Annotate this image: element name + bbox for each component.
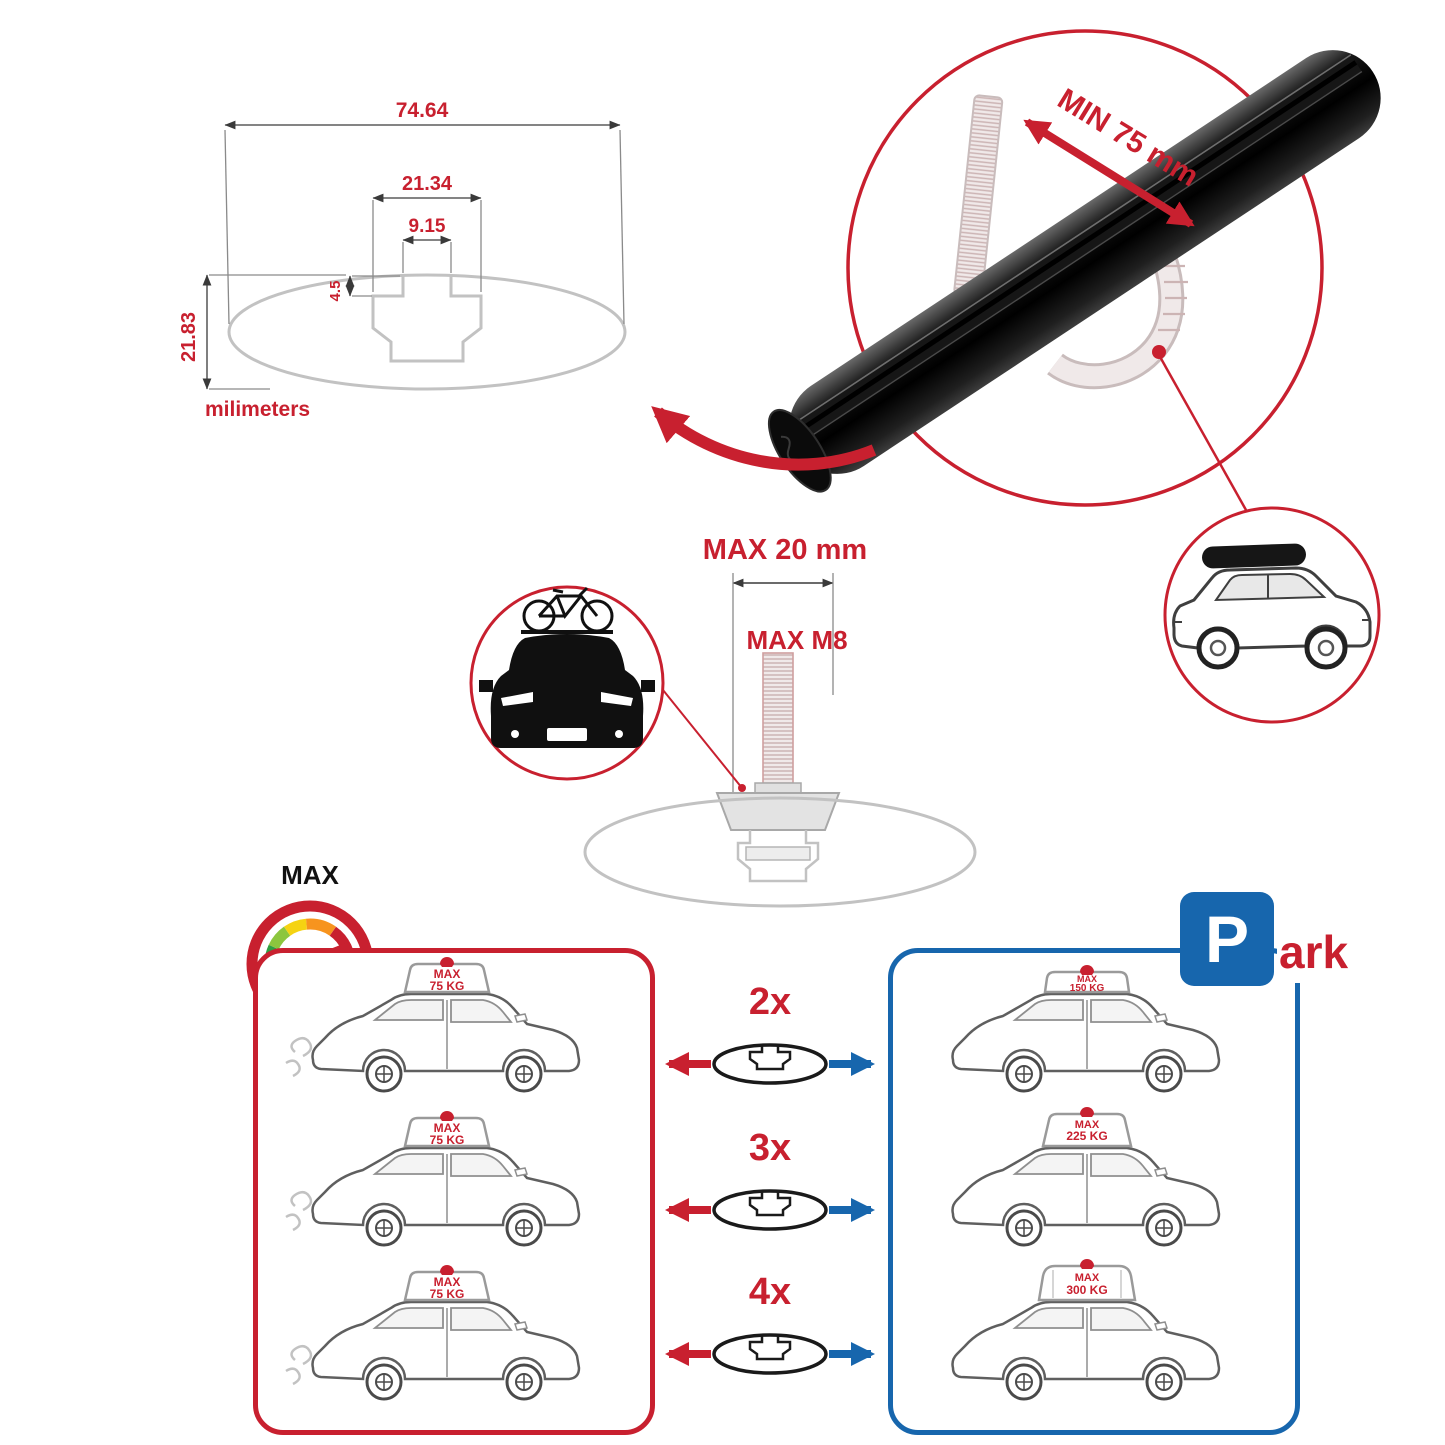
roof-cargo-bag: [1041, 1112, 1133, 1148]
roof-cargo-bag: [403, 1116, 491, 1148]
bar-count-row-3: 4x: [665, 1271, 875, 1375]
cargo-tag-icon: [1080, 1259, 1094, 1269]
bar-count-label: 3x: [749, 1127, 791, 1169]
crossbar-profile-icon: [712, 1189, 828, 1231]
bar-count-label: 4x: [749, 1271, 791, 1313]
bar-count-row-1: 2x: [665, 981, 875, 1085]
cargo-max-label: MAX: [1075, 1119, 1100, 1131]
profile-dimension-diagram: 74.64 21.34 9.15 4.5 21.83 milimeters: [178, 99, 627, 421]
cargo-max-label: MAX: [1075, 1272, 1100, 1284]
suv-icon: [1172, 543, 1372, 670]
roof-box-icon: [1202, 543, 1306, 569]
max-bolt-length-label: MAX 20 mm: [703, 534, 867, 566]
total-width-dimension: 74.64: [396, 99, 449, 122]
cargo-max-label: MAX: [1077, 974, 1097, 984]
cargo-max-label: MAX: [434, 1275, 461, 1289]
driving-car-row-2: MAX 75 KG: [284, 1111, 581, 1247]
cargo-tag-icon: [1080, 965, 1094, 975]
cargo-weight-label: 300 KG: [1066, 1283, 1107, 1297]
units-label: milimeters: [205, 398, 310, 421]
crossbar-profile-icon: [712, 1333, 828, 1375]
roof-cargo-bag: [403, 962, 491, 994]
parked-car-row-2: MAX 225 KG: [951, 1107, 1221, 1247]
bike-car-circle: [469, 585, 665, 781]
basket-slats: [1052, 1270, 1122, 1298]
cargo-tag-icon: [440, 1265, 454, 1275]
car-front-icon: [479, 634, 655, 748]
cargo-weight-label: 75 KG: [430, 979, 465, 993]
min-grip-arrow: [1023, 118, 1195, 228]
fitting-bolt: [715, 652, 841, 831]
slot-depth-dimension: 4.5: [327, 281, 344, 302]
roof-cargo-basket: [1037, 1264, 1137, 1302]
parking-sign: P: [1180, 892, 1274, 986]
driving-car-row-3: MAX 75 KG: [284, 1265, 581, 1401]
crossbar-detail-circle: MIN 75 mm: [767, 29, 1381, 507]
dimension-lines: [202, 120, 625, 390]
speed-max-label: MAX: [281, 860, 339, 890]
total-height-dimension: 21.83: [178, 312, 200, 362]
cargo-weight-label: 225 KG: [1066, 1129, 1107, 1143]
max-thread-label: MAX M8: [746, 625, 847, 655]
roof-cargo-bag: [403, 1270, 491, 1302]
crossbar-3d: [767, 50, 1381, 493]
parking-sign-suffix: ark: [1277, 925, 1355, 983]
cargo-max-label: MAX: [434, 1121, 461, 1135]
cargo-weight-label: 75 KG: [430, 1287, 465, 1301]
parked-car-row-1: MAX 150 KG: [951, 965, 1221, 1093]
cargo-tag-icon: [440, 1111, 454, 1121]
bolt-diagram: MAX 20 mm MAX M8: [583, 534, 977, 908]
bar-count-row-2: 3x: [665, 1127, 875, 1231]
cargo-tag-icon: [440, 957, 454, 967]
slot-width-dimension: 9.15: [409, 216, 446, 237]
driving-car-row-1: MAX 75 KG: [284, 957, 581, 1093]
cargo-weight-label: 150 KG: [1070, 983, 1105, 994]
parked-car-row-3: MAX 300 KG: [951, 1259, 1221, 1401]
clamp-pointer-dot: [1152, 345, 1166, 359]
crossbar-profile-outline: [227, 273, 627, 391]
crossbar-profile-icon: [712, 1043, 828, 1085]
profile-with-bolt: [583, 796, 977, 908]
roof-cargo-box: [1043, 970, 1131, 994]
bar-count-label: 2x: [749, 981, 791, 1023]
cargo-weight-label: 75 KG: [430, 1133, 465, 1147]
parking-sign-letter: P: [1204, 902, 1250, 976]
channel-width-dimension: 21.34: [402, 173, 453, 195]
cargo-max-label: MAX: [434, 967, 461, 981]
suv-roofbox-circle: [1163, 506, 1381, 724]
cargo-tag-icon: [1080, 1107, 1094, 1117]
